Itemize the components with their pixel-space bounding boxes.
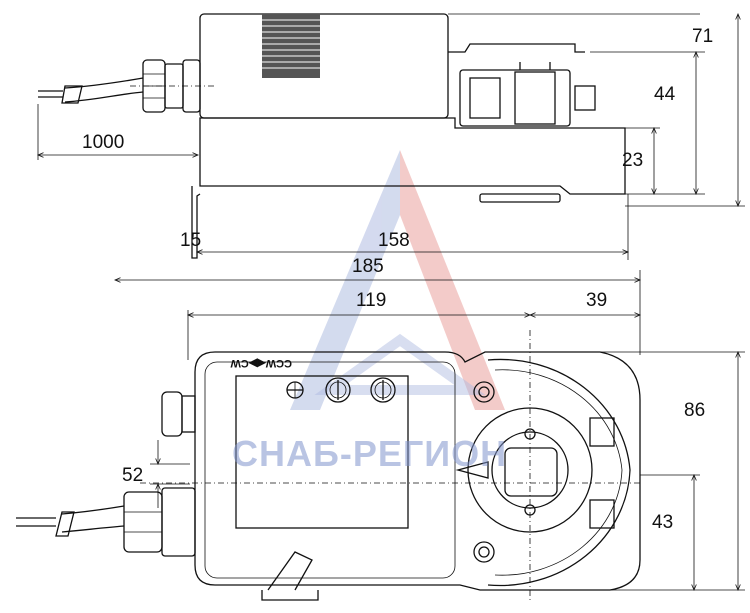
grille-lines xyxy=(262,19,320,69)
top-view: CCW◀▶CW xyxy=(16,290,745,601)
side-view: 71 44 23 1000 15 158 185 xyxy=(38,14,745,355)
shaft-clamp xyxy=(459,69,571,127)
mount-screw-top xyxy=(473,381,495,403)
top-cable-gland-lower xyxy=(123,487,196,557)
top-housing xyxy=(194,351,641,591)
side-cable-gland xyxy=(130,59,215,113)
dim-body-length: 158 xyxy=(378,230,410,251)
dim-height-upper: 44 xyxy=(654,84,676,105)
dim-left-part: 119 xyxy=(356,290,386,311)
top-bracket xyxy=(448,43,585,53)
display-window xyxy=(235,375,409,529)
dim-gland-spacing: 52 xyxy=(122,465,143,486)
housing-upper xyxy=(199,13,449,119)
dim-overall-length: 185 xyxy=(352,256,384,277)
dim-bracket: 15 xyxy=(180,230,201,251)
adjuster-1 xyxy=(286,381,304,399)
mount-screw-bottom xyxy=(473,541,495,563)
watermark-triangle-base xyxy=(314,333,486,395)
dim-half-height: 43 xyxy=(652,512,673,533)
dim-height-lower: 23 xyxy=(622,150,643,171)
side-cable xyxy=(64,77,144,103)
rotary-scale xyxy=(487,358,631,587)
dim-height-total: 71 xyxy=(692,26,713,47)
dim-height: 86 xyxy=(684,400,705,421)
bottom-tab xyxy=(261,551,319,601)
dim-right-part: 39 xyxy=(586,290,607,311)
adjuster-3 xyxy=(370,377,396,403)
watermark-text: СНАБ-РЕГИОН xyxy=(232,433,507,474)
bottom-bracket xyxy=(191,186,201,259)
dim-cable-length: 1000 xyxy=(82,132,124,153)
top-cable xyxy=(61,505,125,533)
direction-label: CCW◀▶CW xyxy=(230,357,292,369)
top-cable-gland-upper xyxy=(161,391,196,437)
label-grille xyxy=(262,14,320,78)
adjuster-2 xyxy=(325,377,351,403)
